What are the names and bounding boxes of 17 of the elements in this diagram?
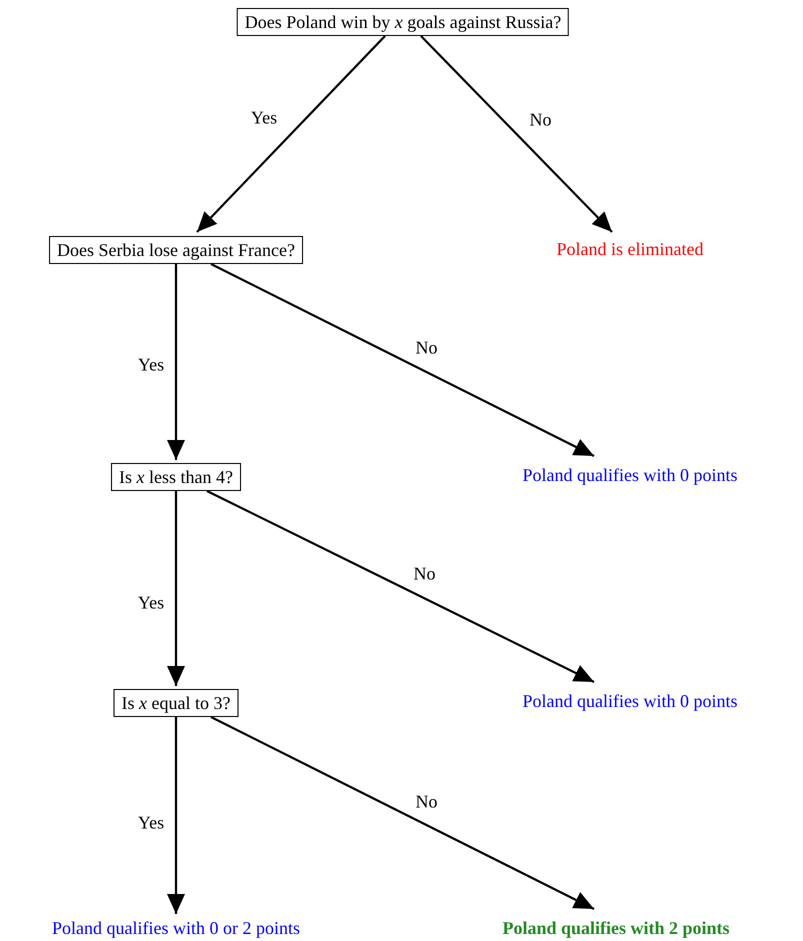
arrow bbox=[210, 716, 594, 910]
arrow bbox=[420, 35, 613, 233]
arrow bbox=[167, 717, 185, 914]
arrow bbox=[196, 35, 386, 233]
decision-box: Is x equal to 3? bbox=[114, 689, 238, 717]
arrow bbox=[206, 490, 594, 683]
arrow bbox=[210, 263, 594, 457]
outcome-text: Poland is eliminated bbox=[556, 238, 704, 260]
outcome-text: Poland qualifies with 2 points bbox=[502, 917, 730, 939]
outcome-text: Poland qualifies with 0 points bbox=[522, 690, 738, 712]
arrow bbox=[167, 264, 185, 460]
outcome-text: Poland qualifies with 0 points bbox=[522, 464, 738, 486]
arrow bbox=[167, 491, 185, 686]
decision-box: Does Poland win by x goals against Russia? bbox=[236, 8, 570, 36]
outcome-text: Poland qualifies with 0 or 2 points bbox=[52, 917, 300, 939]
decision-box: Is x less than 4? bbox=[111, 463, 241, 491]
decision-box: Does Serbia lose against France? bbox=[49, 236, 303, 264]
